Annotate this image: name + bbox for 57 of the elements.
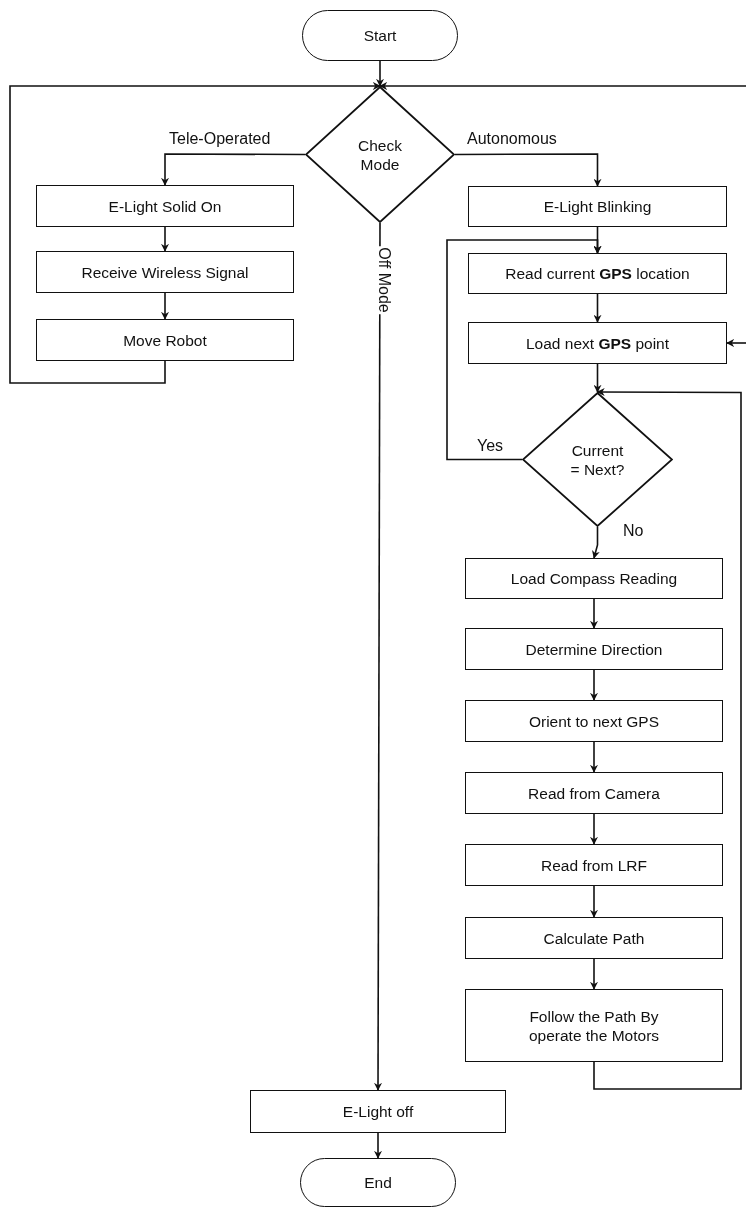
node-text: Load Compass Reading [510,569,678,588]
terminal-box [300,1158,456,1207]
node-text: Move Robot [123,330,207,350]
process-box [465,989,723,1062]
node-text: Check Mode [357,135,403,174]
process-box [468,322,727,364]
process-box [465,628,723,670]
arrow [590,669,598,701]
arrow [454,153,602,187]
arrow [593,388,742,1090]
arrow [161,226,169,252]
process-box [468,186,727,227]
node-text: End [364,1173,392,1192]
arrow [590,813,598,845]
node-text: Orient to next GPS [528,711,660,731]
process-box [465,917,723,959]
node-text: Read from Camera [528,783,660,803]
node-text: Load next GPS point [525,333,670,353]
node-text: E-Light Solid On [108,196,222,216]
decision-diamond [305,86,455,223]
arrow [374,1132,382,1159]
process-box [465,700,723,742]
process-box [465,772,723,814]
node-text: Follow the Path By operate the Motors [527,1006,661,1045]
arrow [592,526,600,559]
process-box [465,844,723,886]
edge-label: Tele-Operated [168,129,272,149]
arrow [376,60,384,87]
process-box [250,1090,506,1133]
arrow [379,82,747,90]
arrow [446,239,602,461]
process-box [468,253,727,294]
arrow [590,958,598,990]
arrow [593,363,602,393]
process-box [36,319,294,361]
arrow [593,293,602,323]
arrow [161,292,169,320]
node-text: Read current GPS location [505,264,690,283]
process-box [36,251,294,293]
process-box [36,185,294,227]
node-text: Determine Direction [525,639,663,659]
node-text: E-Light Blinking [543,197,652,216]
node-text: Start [363,26,397,45]
terminal-box [302,10,458,61]
arrow [161,153,306,186]
arrow [374,222,382,1091]
arrow [590,885,598,918]
node-text: E-Light off [342,1102,414,1121]
node-text: Current = Next? [569,440,626,479]
process-box [465,558,723,599]
arrow [590,741,598,773]
node-text: Read from LRF [541,855,647,875]
arrow [9,82,381,384]
node-text: Receive Wireless Signal [81,262,249,282]
node-text: Calculate Path [543,928,645,948]
arrow [590,598,598,629]
arrow [726,339,747,347]
